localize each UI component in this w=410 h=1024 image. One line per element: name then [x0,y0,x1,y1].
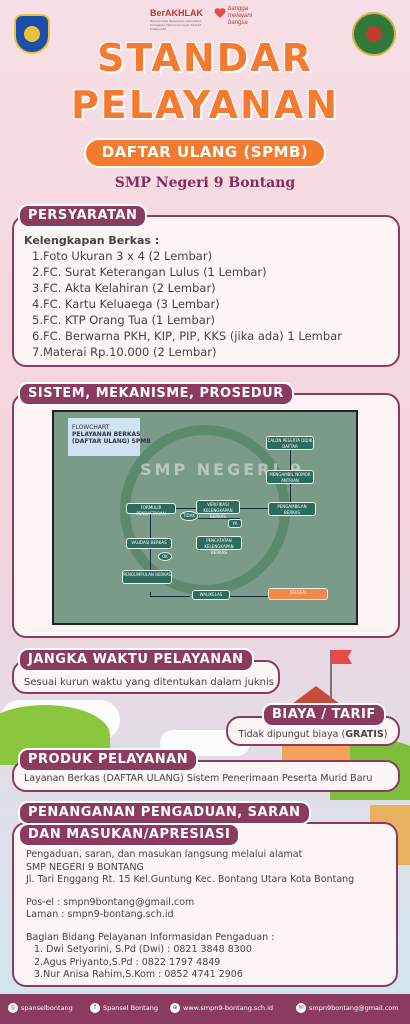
berakhlak-logo: BerAKHLAK [150,8,204,18]
flowchart-title: FLOWCHART PELAYANAN BERKAS (DAFTAR ULANG… [72,424,151,445]
globe-icon: ⊕ [170,1003,180,1013]
flow-node-walikelas: WALIKELAS [192,590,230,600]
berakhlak-tagline: Berorientasi Pelayanan Akuntabel Kompete… [150,19,202,31]
list-item: 4.FC. Kartu Keluaega (3 Lembar) [32,297,220,311]
mail-icon: ✉ [296,1003,306,1013]
facebook-icon: f [90,1003,100,1013]
bangga-melayani-logo: bangga melayani bangsa [228,6,253,26]
website-text: Laman : smpn9-bontang.sch.id [26,909,174,920]
pengaduan-tag-line1: PENANGANAN PENGADUAN, SARAN [18,801,311,825]
flag-pole [330,650,332,700]
flow-node-ya: YA [228,519,242,528]
persyaratan-heading: Kelengkapan Berkas : [24,234,160,247]
flow-node-verifikasi: VERIFIKASI KELENGKAPAN BERKAS [196,500,240,519]
instagram-icon: ◎ [8,1003,18,1013]
jangka-desc: Sesuai kurun waktu yang ditentukan dalam… [24,677,274,688]
persyaratan-tag: PERSYARATAN [18,204,148,228]
persyaratan-card [12,215,400,367]
footer-instagram[interactable]: ◎ spanselbontang [8,1003,73,1013]
flow-node-ok: OK [158,552,172,561]
title-pelayanan: PELAYANAN [70,83,340,127]
jangka-tag: JANGKA WAKTU PELAYANAN [18,648,254,672]
flow-node-validasi: VALIDASI BERKAS [126,538,172,549]
footer-facebook[interactable]: f Spansel Bontang [90,1003,158,1013]
flow-node-tidak: TIDAK [180,511,198,521]
pengaduan-tag-line2: DAN MASUKAN/APRESIASI [18,823,241,847]
produk-tag: PRODUK PELAYANAN [18,748,199,772]
footer-email[interactable]: ✉ smpn9bontang@gmail.com [296,1003,399,1013]
flow-node-formulir: FORMULIR PENDAFTARAN [126,503,176,516]
heart-icon [214,8,226,18]
footer-bar [0,994,410,1024]
flow-node-pengumpulan: PENGUMPULAN BERKAS [122,570,172,584]
flag-icon [332,650,352,664]
list-item: 1.Foto Ukuran 3 x 4 (2 Lembar) [32,249,213,263]
email-text: Pos-el : smpn9bontang@gmail.com [26,896,195,908]
list-item: 7.Materai Rp.10.000 (2 Lembar) [32,345,217,359]
flow-node-calon: CALON PESERTA DIDIK DAFTAR [266,436,314,450]
flowchart-title-box [68,418,140,456]
subtitle-pill [84,138,326,168]
flow-line [230,596,270,597]
footer-website[interactable]: ⊕ www.smpn9-bontang.sch.id [170,1003,273,1013]
flow-node-antrian: MENGAMBIL NOMOR ANTRIAN [266,470,314,484]
flow-line [198,518,240,519]
flow-node-pencatatan: PENCATATAN KELENGKAPAN BERKAS [196,536,242,555]
title-standar: STANDAR [97,36,313,80]
flow-node-pengambilan: PENGAMBILAN BERKAS [268,502,316,516]
biaya-desc: Tidak dipungut biaya (GRATIS) [238,729,388,740]
school-logo [352,12,396,56]
list-item: 2.FC. Surat Keterangan Lulus (1 Lembar) [32,265,267,279]
biaya-tag: BIAYA / TARIF [262,703,386,727]
flow-line [150,596,190,597]
flow-line [150,592,151,596]
subtitle: DAFTAR ULANG (SPMB) [101,143,309,161]
list-item: 6.FC. Berwarna PKH, KIP, PIP, KKS (jika … [32,329,342,343]
list-item: 5.FC. KTP Orang Tua (1 Lembar) [32,313,216,327]
sistem-tag: SISTEM, MEKANISME, PROSEDUR [18,382,294,406]
pemkot-logo [14,14,50,54]
flow-node-selesai: SELESAI [268,588,328,600]
produk-desc: Layanan Berkas (DAFTAR ULANG) Sistem Pen… [24,773,373,784]
pengaduan-desc: Pengaduan, saran, dan masukan langsung m… [26,849,355,980]
watermark-text: SMP NEGERI 9 [140,460,305,479]
pengaduan-card [12,822,398,987]
list-item: 3.FC. Akta Kelahiran (2 Lembar) [32,281,216,295]
school-name: SMP Negeri 9 Bontang [114,175,296,191]
persyaratan-list: 1.Foto Ukuran 3 x 4 (2 Lembar) 2.FC. Sur… [32,248,342,360]
